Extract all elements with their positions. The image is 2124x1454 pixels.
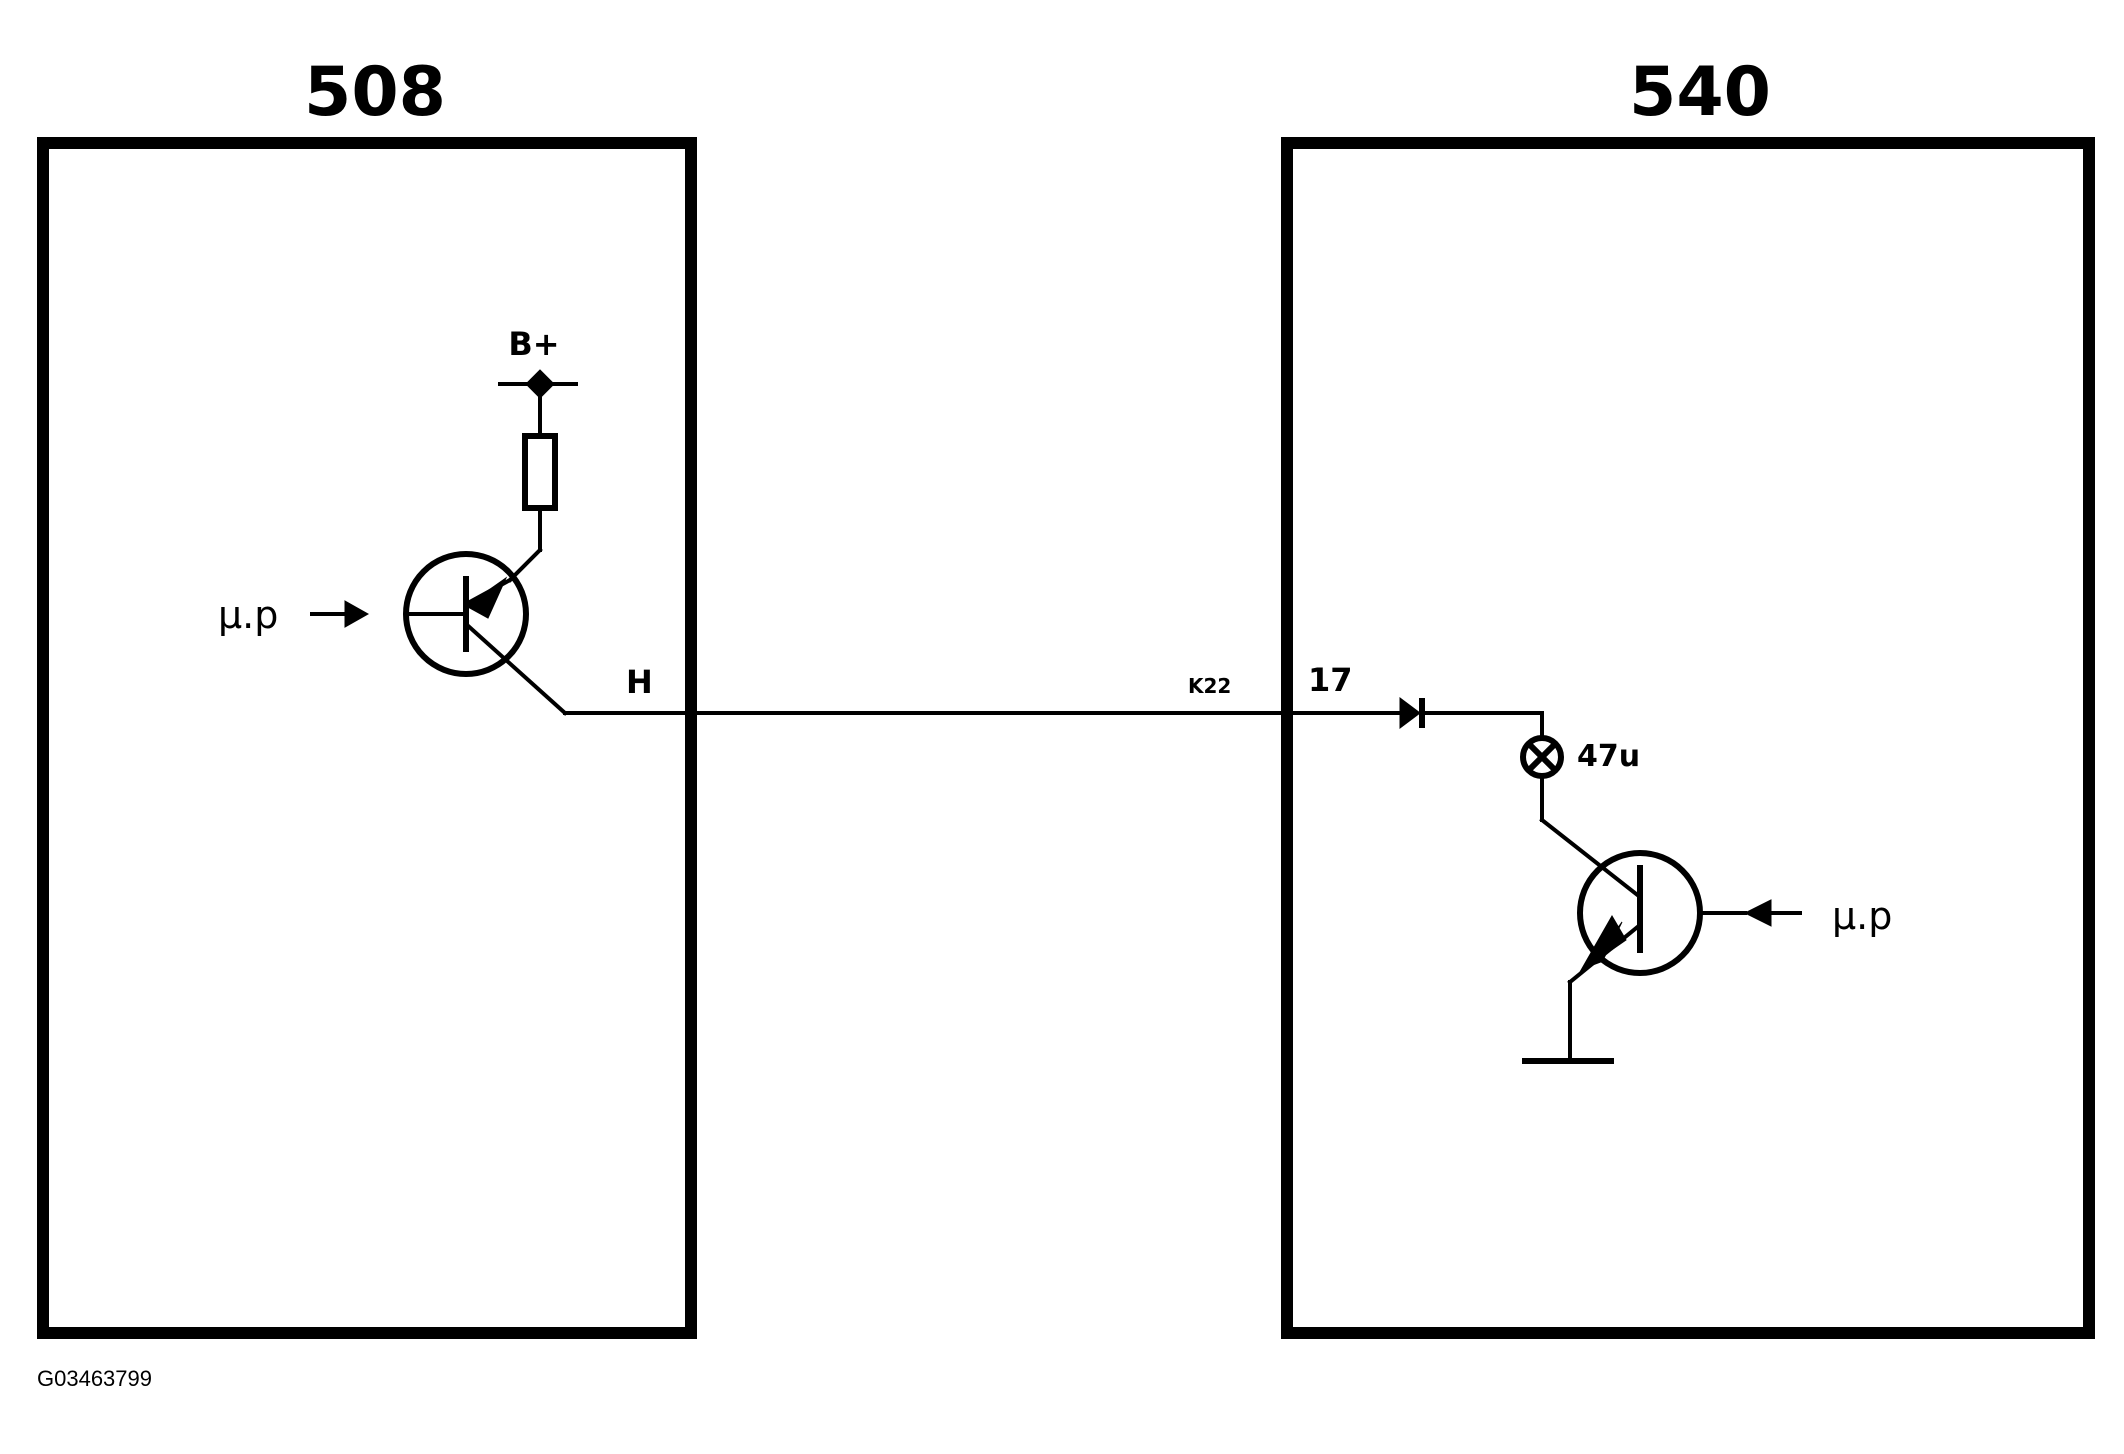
output-transistor-pnp (403, 551, 568, 716)
diode (1398, 697, 1425, 729)
pin-17-label: 17 (1308, 661, 1353, 699)
pullup-resistor (522, 433, 558, 511)
supply-terminal (498, 369, 578, 399)
lamp-label: 47u (1577, 739, 1640, 774)
module-508-box (37, 137, 697, 1339)
connector-k22-label: K22 (1188, 674, 1231, 698)
module-508-title: 508 (304, 53, 446, 132)
indicator-lamp (1520, 735, 1564, 779)
left-input-label: µ.p (218, 593, 278, 637)
right-input-label: µ.p (1832, 894, 1892, 938)
supply-label: B+ (508, 325, 559, 363)
input-arrow-left (310, 600, 370, 628)
input-arrow-right (1743, 899, 1802, 927)
pin-h-label: H (626, 663, 653, 701)
figure-code: G03463799 (37, 1366, 152, 1391)
module-540-box (1281, 137, 2095, 1339)
lamp-driver-transistor-npn (1539, 817, 1703, 985)
module-540-title: 540 (1629, 53, 1771, 132)
